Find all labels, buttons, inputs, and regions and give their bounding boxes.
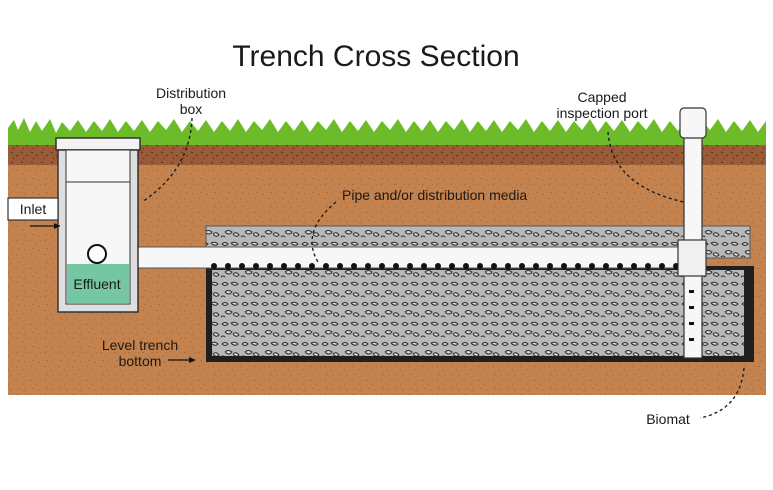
pipe-perforation — [295, 263, 301, 269]
pipe-perforation — [631, 263, 637, 269]
pipe-perforation — [463, 263, 469, 269]
pipe-perforation — [337, 263, 343, 269]
pipe-perforation — [561, 263, 567, 269]
diagram-title: Trench Cross Section — [232, 40, 519, 73]
pipe-perforation — [547, 263, 553, 269]
pipe-perforation — [589, 263, 595, 269]
pipe-perforation — [533, 263, 539, 269]
label-level-bottom-line2: bottom — [119, 353, 162, 369]
pipe-perforation — [449, 263, 455, 269]
leader-biomat — [699, 367, 745, 419]
label-inlet: Inlet — [20, 201, 47, 217]
label-level-bottom-line1: Level trench — [102, 337, 178, 353]
leader-pipe-media — [311, 201, 337, 263]
pipe-perforations — [211, 263, 679, 269]
pipe-perforation — [505, 263, 511, 269]
topsoil-layer — [8, 145, 766, 165]
pipe-perforation — [281, 263, 287, 269]
pipe-perforation — [267, 263, 273, 269]
pipe-perforation — [617, 263, 623, 269]
effluent-fill — [67, 264, 129, 303]
label-inspection-port-line1: Capped — [577, 89, 626, 105]
leader-distribution-box — [141, 117, 193, 203]
leader-inspection-port — [607, 131, 685, 203]
pipe-perforation — [365, 263, 371, 269]
pipe-perforation — [309, 263, 315, 269]
label-inspection-port-line2: inspection port — [556, 105, 647, 121]
pipe-perforation — [575, 263, 581, 269]
label-distribution-box-line1: Distribution — [156, 85, 226, 101]
inlet-group — [7, 197, 60, 229]
pipe-perforation — [491, 263, 497, 269]
pipe-perforation — [211, 263, 217, 269]
pipe-perforation — [659, 263, 665, 269]
pipe-perforation — [477, 263, 483, 269]
pipe-perforation — [603, 263, 609, 269]
grass-layer — [8, 118, 766, 146]
pipe-perforation — [323, 263, 329, 269]
label-biomat: Biomat — [646, 411, 690, 427]
pipe-perforation — [393, 263, 399, 269]
distribution-box — [55, 137, 141, 313]
pipe-perforation — [421, 263, 427, 269]
label-distribution-box-line2: box — [180, 101, 203, 117]
label-pipe-media: Pipe and/or distribution media — [342, 187, 527, 203]
pipe-perforation — [519, 263, 525, 269]
pipe-perforation — [225, 263, 231, 269]
pipe-perforation — [435, 263, 441, 269]
pipe-perforation — [253, 263, 259, 269]
inspection-port — [677, 107, 707, 359]
pipe-perforation — [407, 263, 413, 269]
outlet-hole — [87, 244, 107, 264]
pipe-perforation — [379, 263, 385, 269]
pipe-perforation — [351, 263, 357, 269]
pipe-perforation — [239, 263, 245, 269]
pipe-perforation — [645, 263, 651, 269]
label-effluent: Effluent — [73, 276, 120, 292]
trench-gravel-lower — [212, 270, 744, 356]
